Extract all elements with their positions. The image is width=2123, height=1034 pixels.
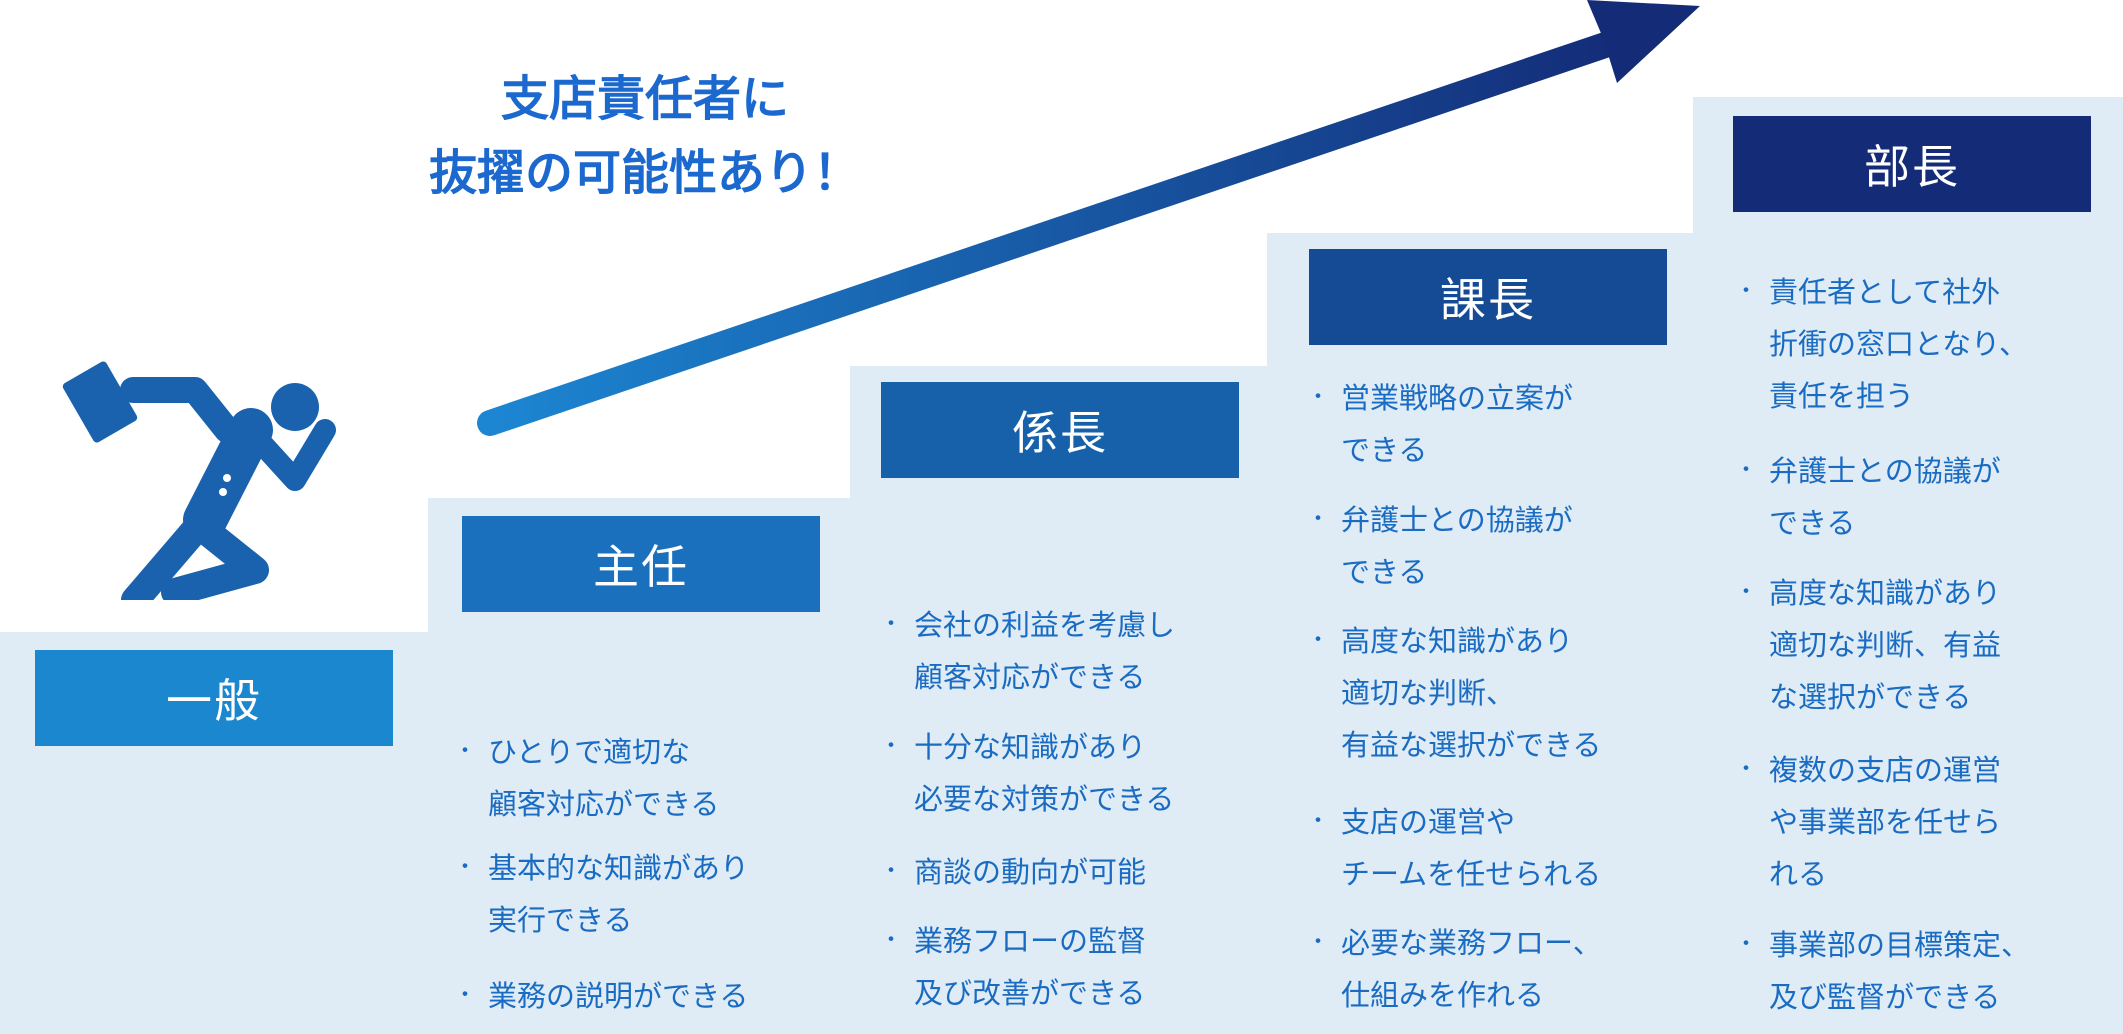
bullet-item: 業務の説明ができる [462, 970, 748, 1022]
bullet-line: チームを任せられる [1341, 857, 1602, 891]
bullet-line: や事業部を任せら [1769, 805, 2002, 839]
bullet-line: 責任者として社外 [1743, 266, 2028, 318]
level-label-kacho: 課長 [1309, 249, 1667, 345]
bullet-line: 責任を担う [1769, 379, 1915, 413]
bullet-line: 折衝の窓口となり、 [1769, 327, 2028, 361]
bullet-line: 実行できる [488, 903, 633, 937]
bullet-item: 商談の動向が可能 [888, 846, 1146, 898]
bullet-line: 事業部の目標策定、 [1743, 919, 2030, 971]
bullet-line: 支店の運営や [1315, 796, 1601, 848]
bullet-line: 高度な知識があり [1743, 567, 2001, 619]
bullet-line: 仕組みを作れる [1341, 978, 1545, 1012]
headline-line1: 支店責任者に [500, 71, 789, 127]
bullet-line: 会社の利益を考慮し [888, 599, 1175, 651]
bullet-line: 及び監督ができる [1769, 980, 2001, 1014]
running-businessman-icon [62, 361, 336, 600]
level-label-ippan: 一般 [35, 650, 393, 746]
bullet-line: 弁護士との協議が [1743, 445, 2001, 497]
bullet-line: 必要な業務フロー、 [1315, 917, 1602, 969]
bullet-line: できる [1341, 555, 1428, 589]
headline: 支店責任者に 抜擢の可能性あり！ [380, 62, 910, 210]
bullet-line: できる [1341, 433, 1428, 467]
level-label-kakaricho: 係長 [881, 382, 1239, 478]
bullet-line: 弁護士との協議が [1315, 494, 1573, 546]
headline-line2: 抜擢の可能性あり！ [428, 145, 861, 201]
bullet-line: 有益な選択ができる [1341, 728, 1602, 762]
level-label-bucho: 部長 [1733, 116, 2091, 212]
bullet-line: 基本的な知識があり [462, 842, 749, 894]
bullet-line: 顧客対応ができる [914, 660, 1146, 694]
bullet-line: 業務の説明ができる [462, 970, 748, 1022]
bullet-line: 業務フローの監督 [888, 915, 1146, 967]
level-label-shunin: 主任 [462, 516, 820, 612]
bullet-line: 営業戦略の立案が [1315, 372, 1573, 424]
bullet-line: 適切な判断、有益 [1769, 628, 2002, 662]
bullet-line: できる [1769, 506, 1856, 540]
bullet-line: 複数の支店の運営 [1743, 744, 2001, 796]
step-bucho [1693, 97, 2123, 1034]
bullet-line: ひとりで適切な [462, 726, 719, 778]
bullet-item: 必要な業務フロー、仕組みを作れる [1315, 917, 1602, 1021]
bullet-line: れる [1769, 857, 1828, 891]
bullet-item: 事業部の目標策定、及び監督ができる [1743, 919, 2030, 1023]
bullet-line: 及び改善ができる [914, 976, 1146, 1010]
bullet-line: 必要な対策ができる [914, 782, 1175, 816]
bullet-line: 商談の動向が可能 [888, 846, 1146, 898]
bullet-line: 顧客対応ができる [488, 787, 720, 821]
bullet-line: な選択ができる [1769, 680, 1972, 714]
bullet-line: 適切な判断、 [1341, 676, 1516, 710]
bullet-line: 高度な知識があり [1315, 615, 1601, 667]
bullet-line: 十分な知識があり [888, 721, 1174, 773]
